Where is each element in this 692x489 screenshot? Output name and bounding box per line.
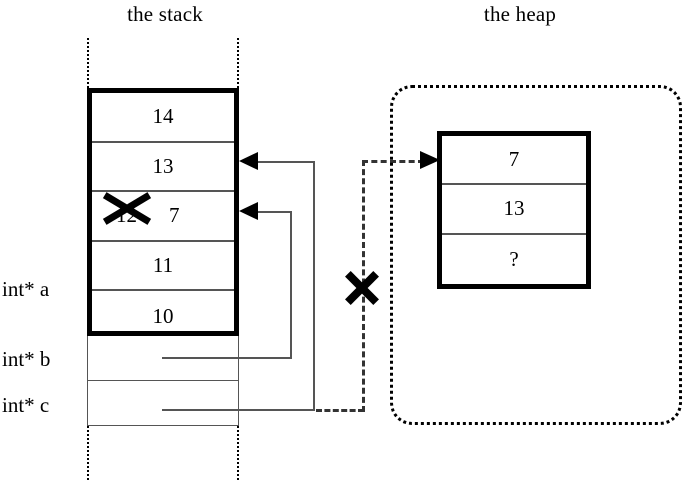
stack-cell-overwritten: 12 7 [92, 192, 234, 242]
stack-cell-10: 10 [152, 303, 174, 328]
stack-continuation-top-left [87, 38, 89, 88]
pointer-c-segment-horizontal-end [245, 161, 315, 163]
heap-cell-1: 13 [442, 185, 586, 235]
stack-cell-old-value: 12 [102, 192, 152, 228]
stale-pointer-segment-horizontal-start [316, 409, 364, 412]
pointer-b-arrowhead-icon [239, 202, 258, 220]
pointer-c-arrowhead-icon [239, 152, 258, 170]
stack-slot-b [88, 336, 238, 381]
stack-array-frame: 14 13 12 7 11 10 [87, 88, 239, 336]
stack-continuation-top-right [237, 38, 239, 88]
stale-pointer-segment-horizontal-end [362, 160, 424, 163]
pointer-b-segment-vertical [290, 211, 292, 359]
pointer-b-segment-horizontal-start [162, 357, 292, 359]
pointer-c-segment-vertical [313, 161, 315, 411]
variable-label-b: int* b [2, 347, 51, 371]
variable-label-c: int* c [2, 393, 50, 417]
stack-cell-13: 13 [92, 143, 234, 193]
stack-slot-c [88, 381, 238, 426]
stack-cell-14: 14 [92, 93, 234, 143]
stack-cell-11: 11 [92, 242, 234, 292]
stack-continuation-bottom-right [237, 426, 239, 480]
stack-continuation-bottom-left [87, 426, 89, 480]
heap-cell-2: ? [509, 246, 519, 271]
pointer-c-segment-horizontal-start [162, 409, 315, 411]
cross-out-icon [101, 191, 153, 225]
stack-pointer-slots [87, 336, 239, 426]
heap-cell-0: 7 [442, 136, 586, 186]
variable-label-a: int* a [2, 277, 50, 301]
stack-cell-new-value: 7 [169, 203, 180, 228]
pointer-b-segment-horizontal-end [245, 211, 292, 213]
heap-title: the heap [483, 2, 557, 26]
stack-title: the stack [127, 2, 203, 26]
heap-array-frame: 7 13 ? [437, 131, 591, 289]
stale-pointer-arrowhead-icon [420, 151, 440, 169]
invalid-pointer-x-icon [344, 270, 380, 306]
heap-region-boundary [390, 85, 682, 425]
